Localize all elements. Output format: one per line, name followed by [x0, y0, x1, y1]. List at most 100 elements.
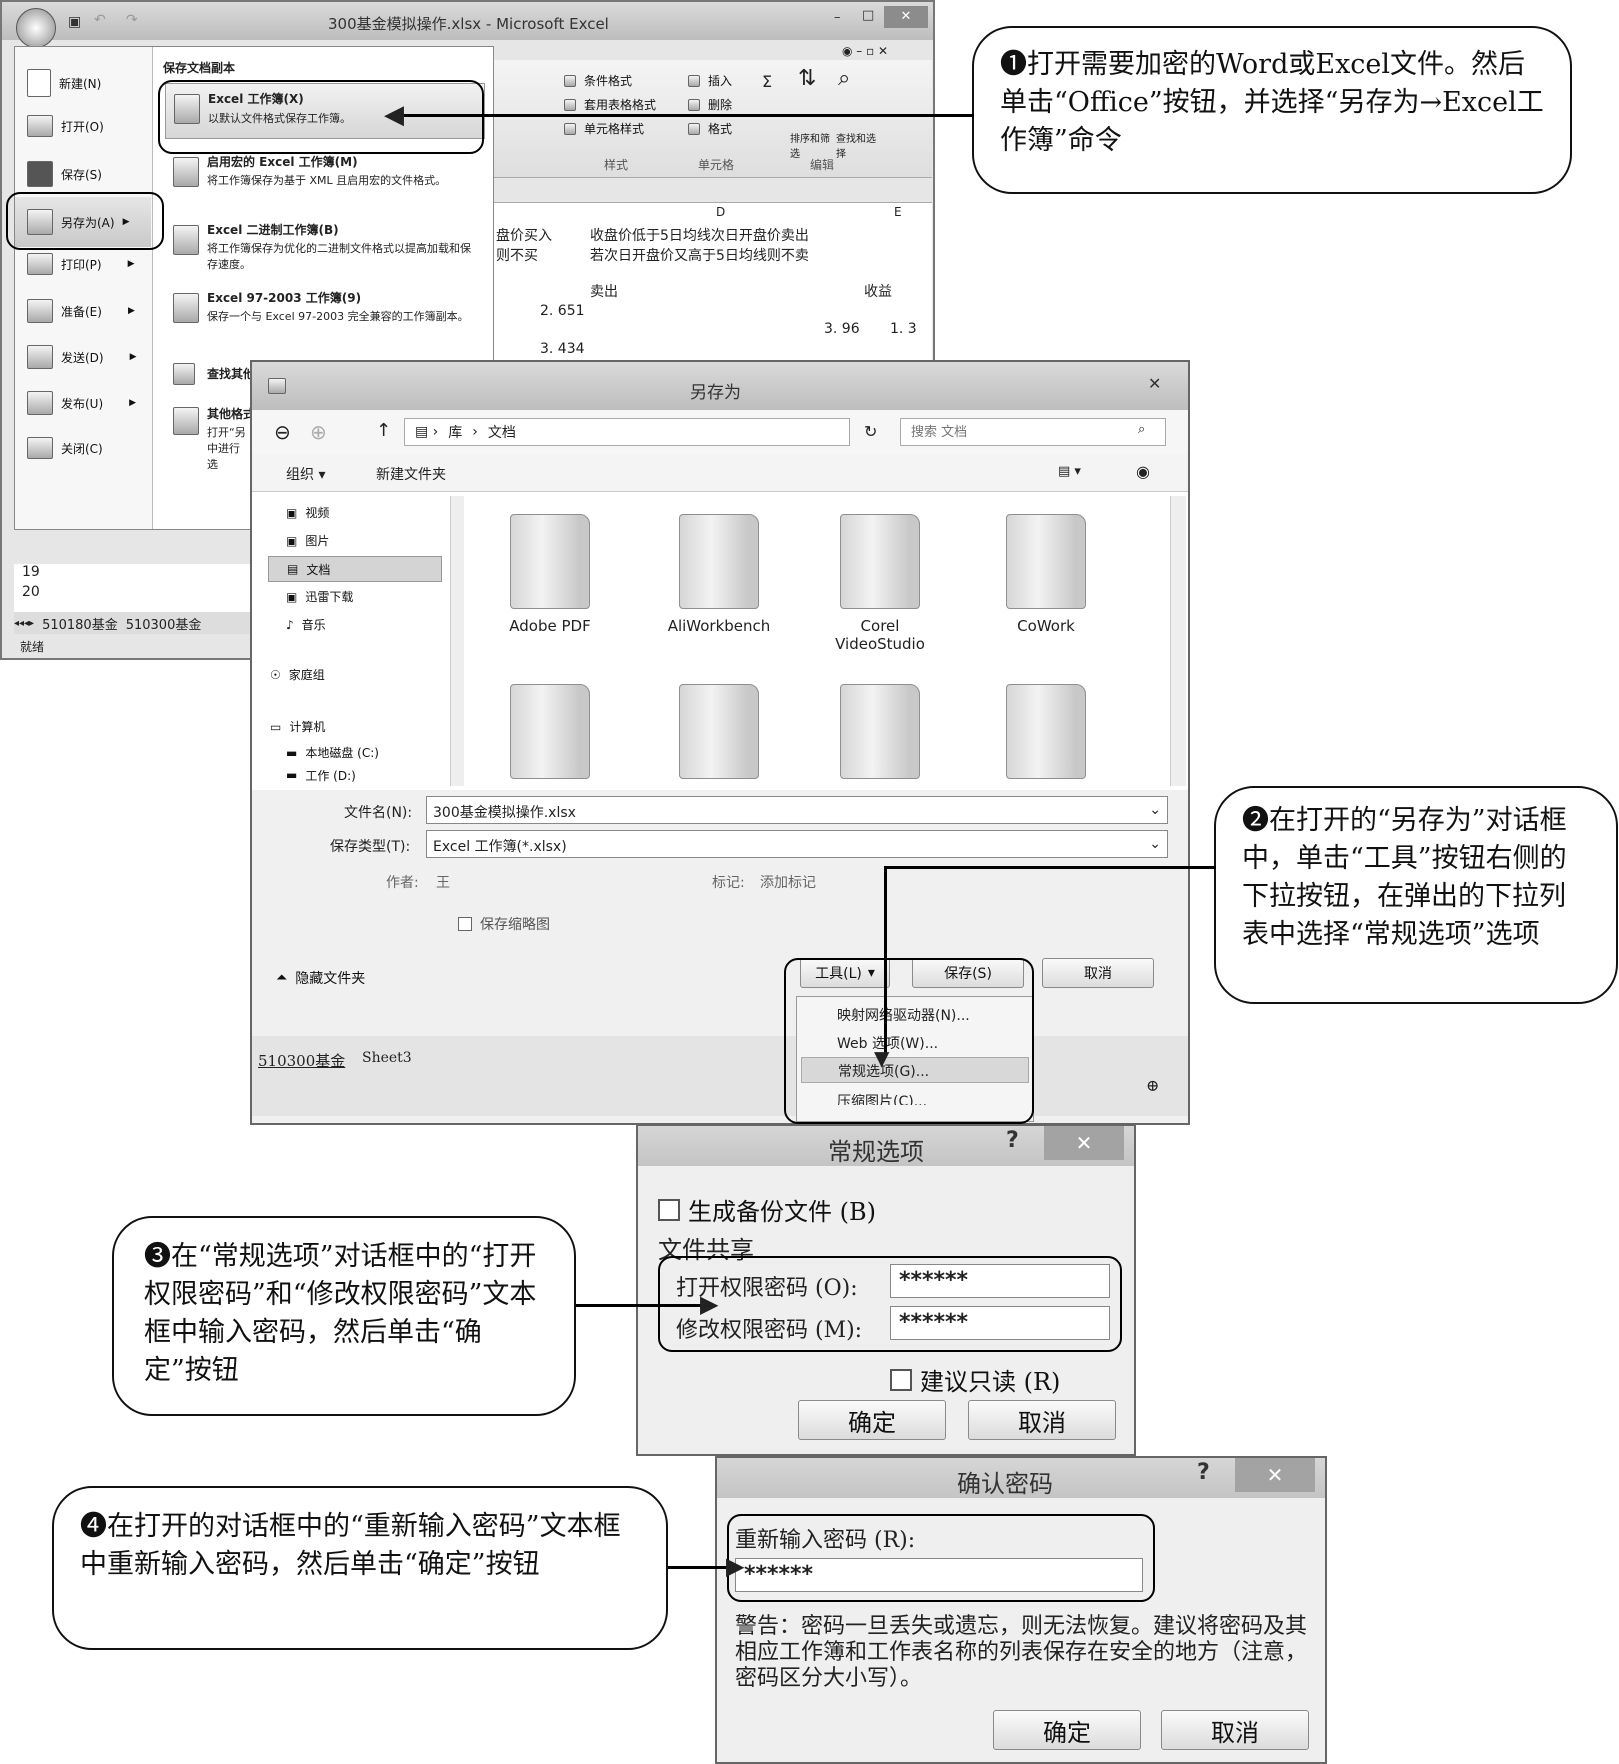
- modify-pwd-input[interactable]: ******: [890, 1306, 1110, 1340]
- help-icon[interactable]: ?: [1197, 1460, 1210, 1485]
- back-icon[interactable]: ⊖: [274, 420, 291, 444]
- path-bar[interactable]: ▤ › 库› 文档: [404, 418, 850, 446]
- path-documents[interactable]: 文档: [487, 425, 516, 441]
- sheet-tab-510180[interactable]: 510180基金: [42, 617, 118, 633]
- help-icon[interactable]: ◉: [1136, 462, 1150, 481]
- open-pwd-input[interactable]: ******: [890, 1264, 1110, 1298]
- submenu-item-97[interactable]: Excel 97-2003 工作簿(9) 保存一个与 Excel 97-2003…: [165, 287, 485, 345]
- help-icon[interactable]: ◉ – ▫ ✕: [842, 44, 889, 58]
- submenu-item-excel[interactable]: Excel 工作簿(X) 以默认文件格式保存工作簿。: [165, 83, 485, 139]
- insert-button[interactable]: 插入: [688, 72, 732, 89]
- type-select[interactable]: Excel 工作簿(*.xlsx)⌄: [426, 830, 1168, 858]
- forward-icon[interactable]: ⊕: [310, 420, 327, 444]
- menu-item-prepare[interactable]: 准备(E)▶: [27, 299, 135, 323]
- cancel-button[interactable]: 取消: [1042, 958, 1154, 988]
- path-library[interactable]: 库: [448, 425, 463, 441]
- menu-item-publish[interactable]: 发布(U)▶: [27, 391, 136, 415]
- menu-item-save[interactable]: 保存(S): [27, 161, 102, 187]
- menu-item-new[interactable]: 新建(N): [27, 69, 101, 97]
- nav-item-drive-c[interactable]: ▬本地磁盘 (C:): [286, 745, 379, 761]
- backup-checkbox[interactable]: 生成备份文件 (B): [658, 1192, 876, 1227]
- bottom-tab-510300[interactable]: 510300基金: [258, 1052, 346, 1070]
- nav-item-music[interactable]: ♪音乐: [286, 617, 326, 633]
- undo-icon[interactable]: ↶: [94, 12, 106, 28]
- close-icon[interactable]: ✕: [1235, 1458, 1315, 1492]
- nav-scrollbar[interactable]: [450, 496, 464, 786]
- folder-item[interactable]: Corel VideoStudio: [820, 514, 940, 653]
- sheet-tab-510300[interactable]: 510300基金: [125, 617, 202, 633]
- saveas-close-icon[interactable]: ✕: [1148, 374, 1162, 393]
- nav-item-video[interactable]: ▣视频: [286, 505, 330, 521]
- hide-folders-toggle[interactable]: ⏶隐藏文件夹: [276, 970, 366, 987]
- quick-save-icon[interactable]: ▣: [68, 14, 82, 30]
- submenu-item-other[interactable]: 其他格式 打开“另 中进行选: [165, 403, 485, 471]
- folder-item[interactable]: CoWork: [986, 514, 1106, 635]
- menu-item-print[interactable]: 打印(P)▶: [27, 253, 135, 275]
- office-button[interactable]: [16, 8, 56, 48]
- close-icon[interactable]: ✕: [1044, 1126, 1124, 1160]
- menu-item-close[interactable]: 关闭(C): [27, 437, 103, 459]
- ok-button[interactable]: 确定: [798, 1400, 946, 1440]
- reenter-input[interactable]: ******: [735, 1558, 1143, 1592]
- find-icon[interactable]: ⌕: [838, 66, 851, 91]
- filename-input[interactable]: 300基金模拟操作.xlsx⌄: [426, 796, 1168, 824]
- menu-general-options[interactable]: 常规选项(G)...: [801, 1057, 1029, 1083]
- folder-item[interactable]: Adobe PDF: [490, 514, 610, 635]
- help-icon[interactable]: ?: [1006, 1128, 1019, 1153]
- nav-item-drive-d[interactable]: ▬工作 (D:): [286, 768, 356, 782]
- thumbnail-checkbox[interactable]: 保存缩略图: [458, 914, 550, 934]
- folder-icon[interactable]: [1006, 684, 1086, 779]
- minimize-icon[interactable]: –: [834, 10, 841, 25]
- menu-compress-pictures[interactable]: 压缩图片(C)...: [837, 1094, 928, 1105]
- author-value[interactable]: 王: [436, 875, 450, 891]
- menu-item-send[interactable]: 发送(D)▶: [27, 345, 137, 369]
- tags-value[interactable]: 添加标记: [760, 875, 816, 891]
- refresh-icon[interactable]: ↻: [864, 422, 878, 441]
- new-folder-button[interactable]: 新建文件夹: [376, 467, 446, 483]
- menu-item-saveas[interactable]: 另存为(A)▶: [15, 197, 151, 247]
- sheet-grid[interactable]: D E 盘价买入 则不买 收盘价低于5日均线次日开盘价卖出 若次日开盘价又高于5…: [492, 202, 932, 362]
- bottom-tab-sheet3[interactable]: Sheet3: [362, 1050, 412, 1066]
- nav-item-pictures[interactable]: ▣图片: [286, 533, 330, 549]
- view-icon[interactable]: ▤ ▾: [1058, 464, 1081, 479]
- save-button[interactable]: 保存(S): [912, 958, 1024, 988]
- sort-filter-label[interactable]: 排序和筛选: [790, 134, 830, 160]
- menu-web-options[interactable]: Web 选项(W)...: [837, 1036, 939, 1052]
- cancel-button[interactable]: 取消: [968, 1400, 1116, 1440]
- organize-button[interactable]: 组织 ▾: [286, 467, 326, 483]
- folder-icon[interactable]: [510, 684, 590, 779]
- cancel-button[interactable]: 取消: [1161, 1710, 1309, 1750]
- up-icon[interactable]: ↑: [376, 420, 392, 441]
- folder-icon[interactable]: [840, 684, 920, 779]
- find-select-label[interactable]: 查找和选择: [836, 134, 876, 160]
- conditional-format-button[interactable]: 条件格式: [564, 72, 632, 89]
- submenu-item-find[interactable]: 查找其他: [165, 361, 485, 391]
- nav-item-homegroup[interactable]: ☉家庭组: [270, 667, 325, 683]
- table-format-button[interactable]: 套用表格格式: [564, 96, 656, 113]
- sum-button[interactable]: Σ: [762, 72, 773, 91]
- ok-button[interactable]: 确定: [993, 1710, 1141, 1750]
- nav-item-computer[interactable]: ▭计算机: [270, 719, 326, 735]
- submenu-item-binary[interactable]: Excel 二进制工作簿(B) 将工作簿保存为优化的二进制文件格式以提高加载和保…: [165, 219, 485, 277]
- menu-item-open[interactable]: 打开(O): [27, 115, 104, 137]
- tab-nav-icons[interactable]: ◂◂◂▸: [14, 617, 35, 629]
- close-icon[interactable]: ✕: [884, 6, 928, 28]
- zoom-in-icon[interactable]: ⊕: [1146, 1076, 1160, 1095]
- search-input[interactable]: [900, 418, 1166, 446]
- format-button[interactable]: 格式: [688, 120, 732, 137]
- folder-item[interactable]: AliWorkbench: [654, 514, 784, 635]
- nav-item-downloads[interactable]: ▣迅雷下载: [286, 589, 354, 605]
- menu-map-drive[interactable]: 映射网络驱动器(N)...: [837, 1008, 970, 1024]
- reenter-label: 重新输入密码 (R):: [735, 1528, 916, 1553]
- delete-button[interactable]: 删除: [688, 96, 732, 113]
- maximize-icon[interactable]: □: [862, 8, 875, 23]
- file-scrollbar[interactable]: [1170, 496, 1186, 786]
- cell-style-button[interactable]: 单元格样式: [564, 120, 644, 137]
- sort-icon[interactable]: ⇅: [798, 66, 817, 91]
- nav-item-documents[interactable]: ▤文档: [268, 556, 442, 582]
- submenu-item-macro[interactable]: 启用宏的 Excel 工作簿(M) 将工作簿保存为基于 XML 且启用宏的文件格…: [165, 151, 485, 209]
- redo-icon[interactable]: ↷: [126, 12, 138, 28]
- readonly-checkbox[interactable]: 建议只读 (R): [890, 1362, 1060, 1397]
- tools-button[interactable]: 工具(L)▾: [800, 958, 890, 988]
- folder-icon[interactable]: [679, 684, 759, 779]
